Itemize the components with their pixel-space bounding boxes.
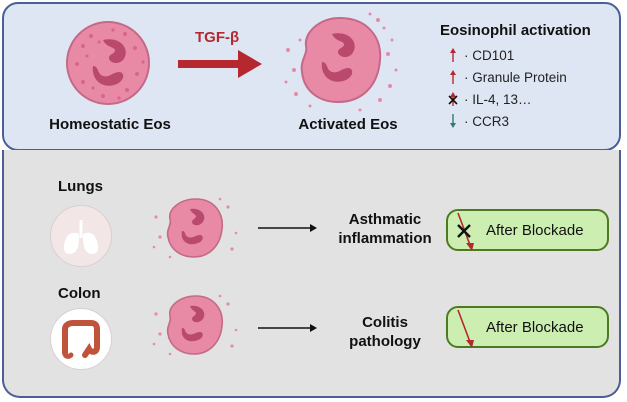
down-arrow-icon bbox=[450, 114, 456, 128]
arrow-right-icon bbox=[258, 224, 317, 232]
activation-item-granule-protein: · Granule Protein bbox=[448, 66, 567, 88]
homeostatic-eosinophil-icon bbox=[66, 21, 150, 105]
arrow-right-icon bbox=[258, 324, 317, 332]
activated-eos-label: Activated Eos bbox=[298, 116, 398, 133]
activated-eosinophil-icon bbox=[152, 294, 238, 356]
homeostatic-eos-label: Homeostatic Eos bbox=[49, 116, 171, 133]
activated-eosinophil-icon bbox=[152, 197, 238, 259]
site-label-lungs: Lungs bbox=[58, 178, 103, 195]
after-blockade-result: After Blockade bbox=[446, 209, 609, 251]
outcome-asthmatic-inflammation: Asthmatic inflammation bbox=[338, 211, 432, 247]
activation-arrow-icon bbox=[178, 50, 262, 78]
activation-item-cd101: · CD101 bbox=[448, 44, 567, 66]
blocked-decrease-arrow-icon bbox=[457, 212, 474, 251]
site-label-colon: Colon bbox=[58, 285, 101, 302]
colon-icon bbox=[62, 320, 100, 359]
lungs-icon bbox=[63, 220, 99, 254]
activation-title: Eosinophil activation bbox=[440, 22, 591, 39]
lungs-organ-circle bbox=[50, 205, 112, 267]
up-arrow-icon bbox=[450, 48, 456, 62]
colon-organ-circle bbox=[50, 308, 112, 370]
activated-eosinophil-icon bbox=[284, 12, 398, 112]
up-arrow-icon bbox=[450, 70, 456, 84]
outcome-colitis-pathology: Colitis pathology bbox=[349, 314, 421, 350]
blocked-arrow-icon bbox=[448, 92, 458, 106]
activation-item-il4-13: · IL-4, 13… bbox=[448, 88, 567, 110]
decrease-arrow-icon bbox=[457, 309, 474, 348]
activation-item-ccr3: · CCR3 bbox=[448, 110, 567, 132]
activation-list: · CD101 · Granule Protein · IL-4, 13… · … bbox=[448, 44, 567, 132]
tgf-beta-label: TGF-β bbox=[195, 29, 240, 46]
